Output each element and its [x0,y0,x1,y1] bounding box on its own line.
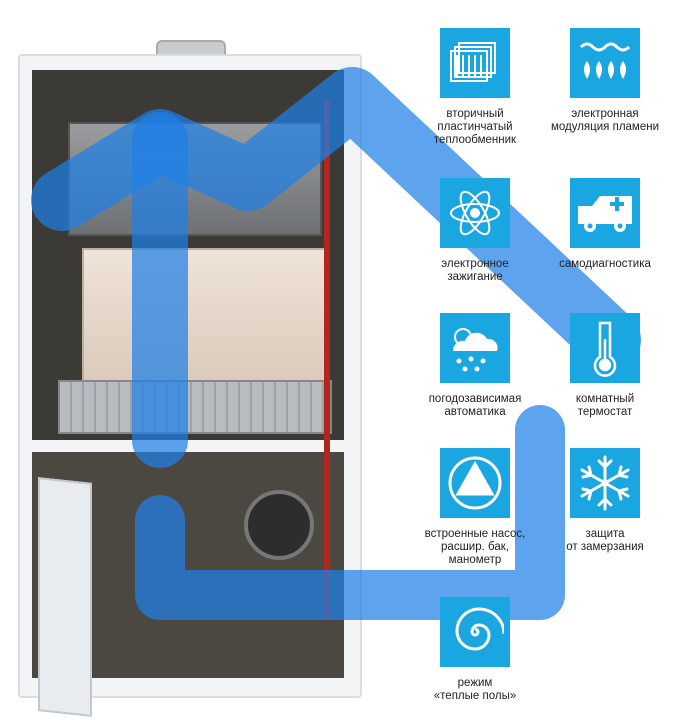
feature-atom: электронное зажигание [405,178,545,284]
feature-label: комнатный термостат [575,393,635,418]
feature-pump: встроенные насос, расшир. бак, манометр [405,448,545,567]
feature-label: вторичный пластинчатый теплообменник [433,108,517,146]
ambulance-icon [570,178,640,248]
feature-label: режим «теплые полы» [433,677,517,702]
radiator-icon [440,28,510,98]
burner [58,380,332,434]
feature-label: встроенные насос, расшир. бак, манометр [424,528,526,566]
feature-radiator: вторичный пластинчатый теплообменник [405,28,545,147]
feature-label: электронное зажигание [441,258,509,283]
feature-label: самодиагностика [559,258,651,270]
thermometer-icon [570,313,640,383]
feature-flame-modulation: электронная модуляция пламени [535,28,675,134]
feature-spiral-floor: режим «теплые полы» [405,597,545,703]
pump-icon [440,448,510,518]
firebox [82,248,326,392]
snowflake-icon [570,448,640,518]
red-pipe [324,100,330,620]
atom-icon [440,178,510,248]
feature-label: электронная модуляция пламени [550,108,660,133]
feature-thermometer: комнатный термостат [535,313,675,419]
circulation-pump [244,490,314,560]
feature-label: погодозависимая автоматика [428,393,522,418]
flame-modulation-icon [570,28,640,98]
spiral-floor-icon [440,597,510,667]
feature-weather: погодозависимая автоматика [405,313,545,419]
feature-ambulance: самодиагностика [535,178,675,271]
feature-label: защита от замерзания [566,528,644,553]
weather-icon [440,313,510,383]
feature-snowflake: защита от замерзания [535,448,675,554]
